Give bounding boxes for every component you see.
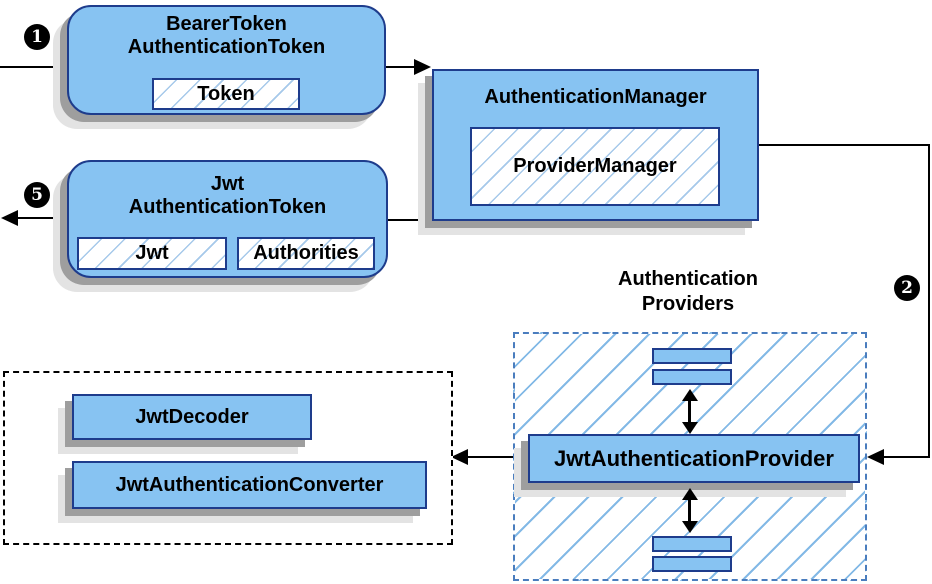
provider-placeholder-bar — [652, 348, 732, 364]
double-arrow-shaft — [688, 399, 691, 425]
jwt-token-title-line1: Jwt — [210, 173, 245, 195]
jwt-token-title-line2: AuthenticationToken — [128, 196, 327, 218]
step-1-badge: 1 — [24, 24, 50, 50]
to-provider-line — [882, 456, 930, 458]
to-provider-arrowhead-icon — [867, 449, 884, 465]
step-2-badge: 2 — [894, 275, 920, 301]
jwt-member-box: Jwt — [77, 237, 227, 270]
jwt-authentication-provider-node: JwtAuthenticationProvider — [528, 434, 860, 483]
jwt-token-node-title: Jwt AuthenticationToken — [69, 173, 386, 219]
bearer-token-title-line1: BearerToken — [166, 13, 287, 35]
manager-to-jwt-token-line — [387, 219, 433, 221]
step-5-badge: 5 — [24, 182, 50, 208]
authentication-manager-node: AuthenticationManager ProviderManager — [432, 69, 759, 221]
manager-right-line — [759, 144, 930, 146]
token-member-box: Token — [152, 78, 300, 110]
outgoing-result-line — [14, 217, 67, 219]
double-arrow-down-icon — [682, 422, 698, 434]
double-arrow-down-icon — [682, 521, 698, 533]
outgoing-result-arrowhead-icon — [1, 210, 18, 226]
bearer-to-manager-line — [386, 66, 417, 68]
jwt-decoder-node: JwtDecoder — [72, 394, 312, 440]
incoming-request-line — [0, 66, 67, 68]
right-vertical-line — [928, 144, 930, 458]
provider-placeholder-bar — [652, 369, 732, 385]
authorities-member-box: Authorities — [237, 237, 375, 270]
bearer-token-title-line2: AuthenticationToken — [127, 36, 326, 58]
double-arrow-up-icon — [682, 488, 698, 500]
bearer-to-manager-arrowhead-icon — [414, 59, 431, 75]
double-arrow-up-icon — [682, 389, 698, 401]
provider-manager-member-box: ProviderManager — [470, 127, 720, 206]
provider-to-decoder-arrowhead-icon — [451, 449, 468, 465]
provider-placeholder-bar — [652, 536, 732, 552]
authentication-providers-label: Authentication Providers — [563, 267, 813, 317]
bearer-token-node-title: BearerToken AuthenticationToken — [69, 13, 384, 59]
bearer-token-authentication-token-node: BearerToken AuthenticationToken Token — [67, 5, 386, 115]
authentication-providers-label-line1: Authentication — [618, 268, 758, 290]
provider-placeholder-bar — [652, 556, 732, 572]
provider-to-decoder-line — [466, 456, 528, 458]
jwt-authentication-converter-node: JwtAuthenticationConverter — [72, 461, 427, 509]
double-arrow-shaft — [688, 498, 691, 524]
authentication-manager-title: AuthenticationManager — [484, 86, 707, 108]
authentication-providers-label-line2: Providers — [641, 293, 735, 315]
jwt-authentication-token-node: Jwt AuthenticationToken Jwt Authorities — [67, 160, 388, 278]
